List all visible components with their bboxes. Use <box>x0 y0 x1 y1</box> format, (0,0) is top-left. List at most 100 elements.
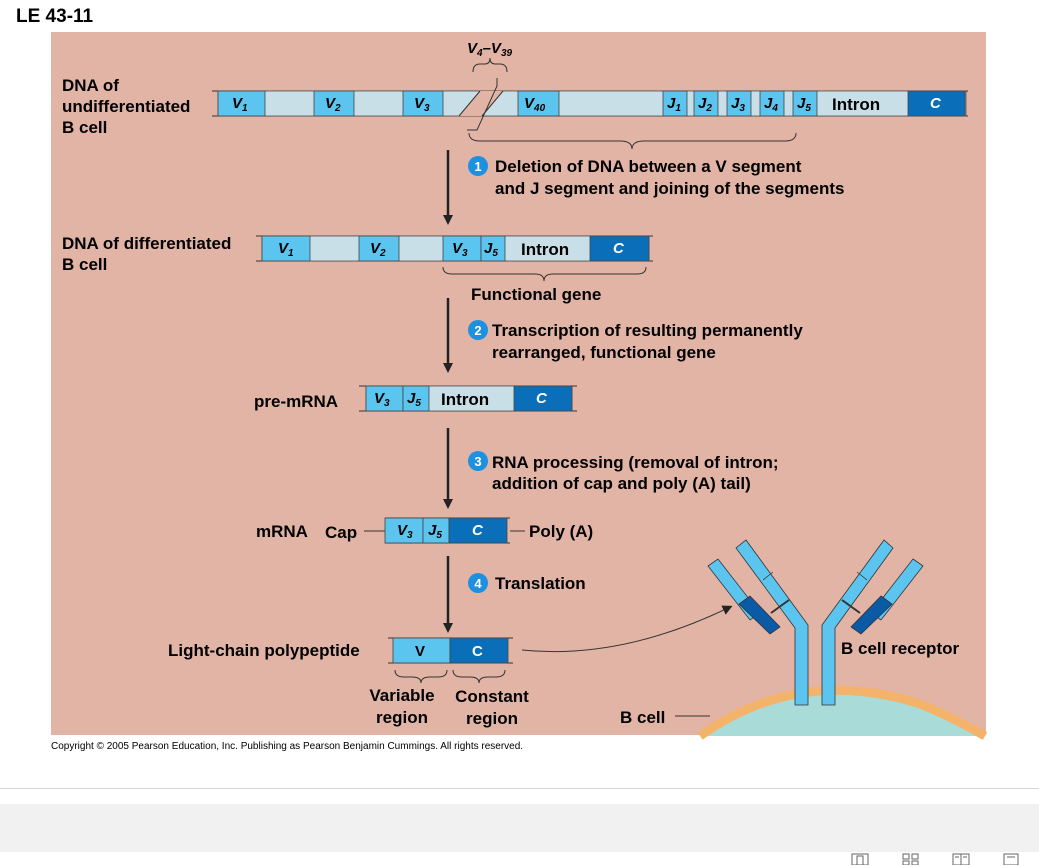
svg-text:region: region <box>376 708 428 727</box>
segment-v1 <box>217 90 266 117</box>
constant-region-box <box>449 637 509 664</box>
svg-text:J1: J1 <box>667 95 681 114</box>
segment-v3 <box>402 90 444 117</box>
segment-v3 <box>365 385 404 412</box>
figure-id: LE 43-11 <box>16 6 94 27</box>
svg-text:J3: J3 <box>731 95 745 114</box>
svg-text:and J segment and joining of t: and J segment and joining of the segment… <box>495 179 845 198</box>
svg-text:Deletion of DNA between a V se: Deletion of DNA between a V segment <box>495 157 802 176</box>
light-chain-label: Light-chain polypeptide <box>168 641 360 660</box>
svg-text:V40: V40 <box>524 95 546 114</box>
step-1: 1 Deletion of DNA between a V segment an… <box>468 156 845 198</box>
segment-v3 <box>442 235 482 262</box>
step-2: 2 Transcription of resulting permanently… <box>468 320 803 362</box>
b-cell-receptor: B cell receptor <box>707 539 959 706</box>
segment-c <box>513 385 573 412</box>
svg-text:Transcription of resulting per: Transcription of resulting permanently <box>492 321 803 340</box>
svg-text:Variable: Variable <box>369 686 434 705</box>
segment-j5 <box>402 385 430 412</box>
svg-text:C: C <box>536 390 548 407</box>
svg-text:V2: V2 <box>370 240 386 259</box>
svg-text:J4: J4 <box>764 95 778 114</box>
svg-text:J5: J5 <box>797 95 811 114</box>
step-2-circle <box>468 320 488 340</box>
pre-mrna-strand: V3 J5 Intron C <box>359 385 577 412</box>
segment-j4 <box>759 90 785 117</box>
svg-text:J2: J2 <box>698 95 712 114</box>
svg-text:J5: J5 <box>407 390 421 409</box>
b-cell: B cell <box>620 685 988 740</box>
label-line-3: B cell <box>62 118 107 137</box>
dna-undifferentiated-strand <box>212 57 968 150</box>
mrna-row: mRNA Cap V3 J5 C Poly (A) <box>256 517 593 544</box>
step-4: 4 Translation <box>468 573 586 593</box>
dna-undifferentiated-segment-labels: V1 V2 V3 V40 V4–V39 J1 J2 J3 J4 J5 Intro… <box>232 40 942 114</box>
svg-text:Intron: Intron <box>441 390 489 409</box>
label-line-1: DNA of <box>62 76 119 95</box>
svg-text:V3: V3 <box>397 522 413 541</box>
segment-j3 <box>726 90 752 117</box>
b-cell-label: B cell <box>620 708 665 727</box>
step-1-circle <box>468 156 488 176</box>
segment-c <box>448 517 508 544</box>
svg-text:RNA processing (removal of int: RNA processing (removal of intron; <box>492 453 779 472</box>
svg-text:V3: V3 <box>452 240 468 259</box>
segment-c <box>589 235 650 262</box>
segment-j1 <box>662 90 688 117</box>
svg-text:rearranged, functional gene: rearranged, functional gene <box>492 343 716 362</box>
segment-v2 <box>358 235 400 262</box>
svg-text:addition of cap and poly (A) t: addition of cap and poly (A) tail) <box>492 474 751 493</box>
segment-j5 <box>792 90 818 117</box>
light-chain-row: Light-chain polypeptide V C Variable reg… <box>168 605 733 728</box>
svg-text:DNA of differentiated: DNA of differentiated <box>62 234 231 253</box>
segment-v3 <box>384 517 424 544</box>
segment-c <box>907 90 966 117</box>
svg-text:4: 4 <box>474 576 482 591</box>
svg-text:1: 1 <box>474 159 481 174</box>
pre-mrna-label: pre-mRNA <box>254 392 338 411</box>
svg-text:V: V <box>415 643 425 660</box>
svg-text:C: C <box>472 522 484 539</box>
svg-text:C: C <box>930 95 942 112</box>
svg-text:V2: V2 <box>325 95 341 114</box>
segment-j5 <box>480 235 506 262</box>
poly-a-label: Poly (A) <box>529 522 593 541</box>
step-4-circle <box>468 573 488 593</box>
cap-label: Cap <box>325 523 357 542</box>
b-cell-receptor-label: B cell receptor <box>841 639 959 658</box>
svg-text:2: 2 <box>474 323 481 338</box>
variable-region-box <box>392 637 451 664</box>
divider <box>0 788 1039 789</box>
segment-j5 <box>422 517 450 544</box>
svg-text:C: C <box>613 240 625 257</box>
svg-text:V3: V3 <box>414 95 430 114</box>
segment-j2 <box>693 90 719 117</box>
svg-text:V1: V1 <box>232 95 248 114</box>
segment-v2 <box>313 90 355 117</box>
functional-gene-label: Functional gene <box>471 285 601 304</box>
curved-arrow-to-receptor <box>521 605 733 653</box>
svg-text:Intron: Intron <box>521 240 569 259</box>
dna-undifferentiated-label: DNA of undifferentiated B cell <box>62 76 190 137</box>
step-3: 3 RNA processing (removal of intron; add… <box>468 451 779 493</box>
svg-text:B cell: B cell <box>62 255 107 274</box>
svg-text:Intron: Intron <box>832 95 880 114</box>
copyright-notice: Copyright © 2005 Pearson Education, Inc.… <box>51 741 524 752</box>
svg-text:V3: V3 <box>374 390 390 409</box>
svg-text:region: region <box>466 709 518 728</box>
label-line-2: undifferentiated <box>62 97 190 116</box>
segment-v1 <box>261 235 311 262</box>
v4-v39-label: V4–V39 <box>467 40 512 59</box>
svg-text:V1: V1 <box>278 240 294 259</box>
step-3-circle <box>468 451 488 471</box>
svg-text:J5: J5 <box>484 240 498 259</box>
dna-differentiated-strand <box>256 235 653 282</box>
footer-bar <box>0 804 1039 852</box>
segment-v40 <box>517 90 560 117</box>
svg-text:J5: J5 <box>428 522 442 541</box>
dna-differentiated-label: DNA of differentiated B cell <box>62 234 231 274</box>
dna-differentiated-segment-labels: V1 V2 V3 J5 Intron C Functional gene <box>278 240 625 304</box>
svg-text:Constant: Constant <box>455 687 529 706</box>
svg-text:C: C <box>472 643 483 660</box>
